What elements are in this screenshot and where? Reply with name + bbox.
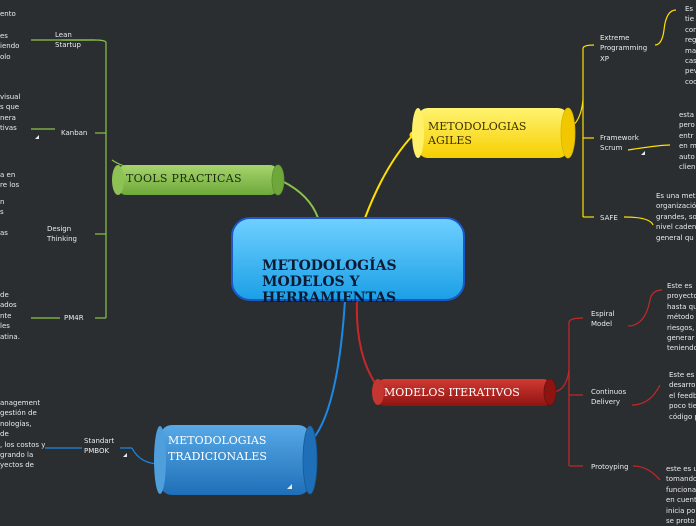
note-lean-startup: es iendo olo — [0, 32, 20, 61]
note-kanban: visual s que nera tivas — [0, 93, 21, 133]
collapse-marker-icon[interactable] — [35, 135, 39, 139]
subnode-protoyping[interactable]: Protoyping — [591, 463, 629, 471]
collapse-marker-icon[interactable] — [123, 453, 127, 457]
note-espiral-model: Este es proyecto hasta qu método riesgos… — [667, 282, 696, 353]
note-safe: Es una met organizació grandes, so nivel… — [656, 192, 696, 242]
note-extreme-programming: Es tie con reg ma cas pev coo — [685, 5, 696, 86]
tools-title: TOOLS PRACTICAS — [126, 172, 242, 185]
collapse-marker-icon[interactable] — [287, 484, 292, 489]
subnode-continuos-delivery[interactable]: Continuos Delivery — [591, 388, 627, 407]
tradicionales-title: METODOLOGIAS TRADICIONALES — [168, 434, 267, 463]
connector-tools — [281, 180, 319, 219]
connector-iterativos — [355, 299, 382, 392]
collapse-marker-icon[interactable] — [641, 151, 645, 155]
subnode-pm4r[interactable]: PM4R — [64, 314, 84, 322]
note-framework-scrum: esta pero entr en m auto clien — [679, 111, 696, 172]
subnode-lean-startup[interactable]: Lean Startup — [55, 31, 81, 50]
note-top: ento — [0, 10, 16, 18]
central-node[interactable] — [231, 217, 465, 301]
agiles-title: METODOLOGIAS AGILES — [428, 120, 527, 147]
subnode-standart-pmbok[interactable]: Standart PMBOK — [84, 437, 115, 456]
connector-tradicionales — [311, 299, 346, 441]
subnode-framework-scrum[interactable]: Framework Scrum — [600, 134, 639, 153]
agiles-subtree-lines — [559, 9, 677, 226]
subnode-design-thinking[interactable]: Design Thinking — [47, 225, 77, 244]
iterativos-title: MODELOS ITERATIVOS — [384, 386, 520, 399]
subnode-espiral-model[interactable]: Espiral Model — [591, 310, 615, 329]
subnode-safe[interactable]: SAFE — [600, 214, 618, 222]
note-design-thinking: n s as — [0, 198, 8, 238]
note-kanban-2: a en re los — [0, 171, 20, 190]
node-modelos-iterativos[interactable] — [372, 378, 557, 406]
note-standart-pmbok: anagement gestión de nologías, de , los … — [0, 399, 46, 470]
node-tools-practicas[interactable] — [112, 164, 285, 196]
note-protoyping: este es u tomando funciona en cuent inic… — [666, 465, 696, 526]
note-pm4r: de ados nte les atina. — [0, 291, 20, 341]
connector-agiles — [364, 134, 414, 219]
subnode-extreme-programming[interactable]: Extreme Programming XP — [600, 34, 648, 63]
subnode-kanban[interactable]: Kanban — [61, 129, 88, 137]
central-node-title: METODOLOGÍAS MODELOS Y HERRAMIENTAS — [262, 258, 397, 306]
note-continuos-delivery: Este es desarro el feedb poco tie código… — [669, 371, 696, 421]
node-metodologias-tradicionales[interactable] — [154, 425, 318, 495]
node-metodologias-agiles[interactable] — [412, 107, 576, 159]
